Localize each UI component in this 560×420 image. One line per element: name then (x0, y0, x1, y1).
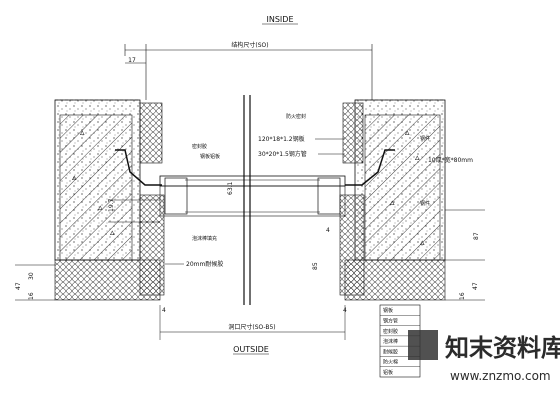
dim-19-7: 19.7 (108, 198, 115, 212)
note-20mm: 20mm耐候胶 (186, 260, 223, 268)
legend-row-label: 耐候胶 (383, 348, 398, 355)
note-right-side: 钢件 (420, 200, 430, 207)
legend-row-label: 泡沫棒 (383, 338, 398, 345)
dim-85: 85 (312, 262, 319, 270)
dim-47-right: 47 (472, 282, 479, 290)
right-wall: ▵ ▵ ▵ ▵ (339, 99, 446, 301)
svg-text:▵: ▵ (405, 128, 410, 138)
svg-text:▵: ▵ (420, 238, 425, 248)
watermark-url: www.znzmo.com (450, 369, 551, 383)
note-fix: 钢件 (420, 135, 430, 142)
legend-row-label: 钢方管 (383, 317, 398, 324)
svg-text:▵: ▵ (98, 203, 103, 213)
legend-row-label: 防火棉 (383, 359, 398, 366)
svg-text:▵: ▵ (415, 153, 420, 163)
legend-row-label: 密封胶 (383, 328, 398, 335)
dim-63-1: 63.1 (227, 181, 234, 195)
dim-87: 87 (473, 232, 480, 240)
bottom-dim-label: 洞口尺寸(SO-B5) (228, 323, 275, 331)
dim-47-left: 47 (15, 282, 22, 290)
dimension-lines (15, 199, 485, 340)
svg-text:▵: ▵ (390, 198, 395, 208)
watermark-text: 知末资料库 (445, 334, 560, 362)
note-30: 30*20*1.5钢方管 (258, 150, 307, 158)
svg-text:▵: ▵ (72, 173, 77, 183)
outside-label: OUTSIDE (233, 345, 269, 354)
note-left-2: 钢板铝板 (200, 153, 220, 160)
top-dim-label: 结构尺寸(SO) (231, 41, 268, 49)
top-dimension: 结构尺寸(SO) 17 (124, 41, 373, 100)
inside-label: INSIDE (267, 15, 294, 24)
dim-17: 17 (128, 57, 136, 64)
watermark: 知末资料库 www.znzmo.com (408, 330, 560, 383)
note-left-1: 密封胶 (192, 143, 207, 150)
legend-row-label: 铝板 (383, 369, 393, 376)
note-10: 10厚*宽*80mm (428, 156, 473, 164)
note-120: 120*18*1.2钢板 (258, 135, 305, 143)
dim-16-right: 16 (459, 292, 466, 300)
dim-16: 16 (28, 292, 35, 300)
note-foam: 泡沫棒填充 (192, 235, 217, 242)
legend-row-label: 钢板 (383, 307, 393, 314)
left-wall: ▵ ▵ ▵ ▵ (54, 99, 165, 301)
window-frame (159, 95, 346, 305)
dim-4-left: 4 (162, 307, 166, 314)
dim-4-mid: 4 (326, 227, 330, 234)
note-fire-seal: 防火密封 (286, 113, 306, 120)
triangle-mark: ▵ (80, 128, 85, 138)
svg-text:▵: ▵ (110, 228, 115, 238)
dim-30: 30 (28, 272, 35, 280)
